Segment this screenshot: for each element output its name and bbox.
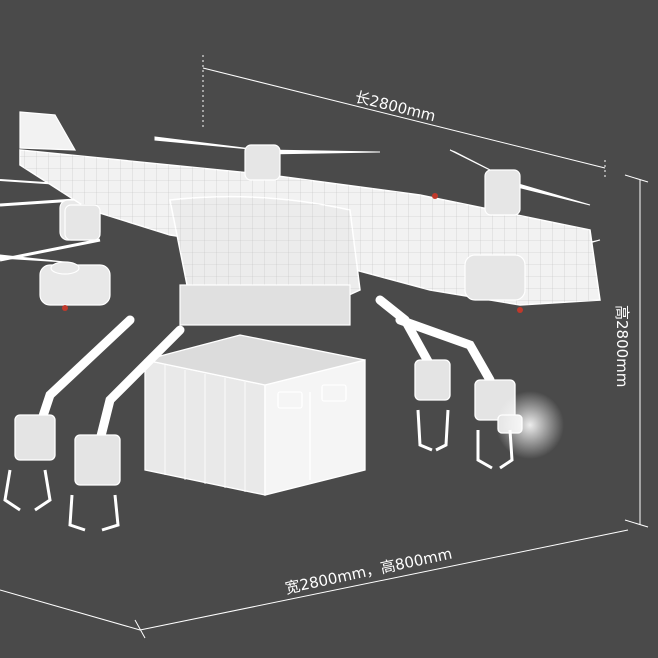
width-dimension-line (139, 529, 629, 631)
length-dimension-line (202, 67, 606, 169)
tail-fin (19, 111, 77, 151)
drone-fuselage (169, 195, 361, 326)
motors (62, 144, 526, 313)
dimension-lines (0, 55, 649, 639)
cargo-container (144, 334, 366, 496)
depth-dimension-line (0, 589, 141, 631)
height-label: 高2800mm (613, 305, 631, 388)
camera-light (496, 391, 564, 459)
